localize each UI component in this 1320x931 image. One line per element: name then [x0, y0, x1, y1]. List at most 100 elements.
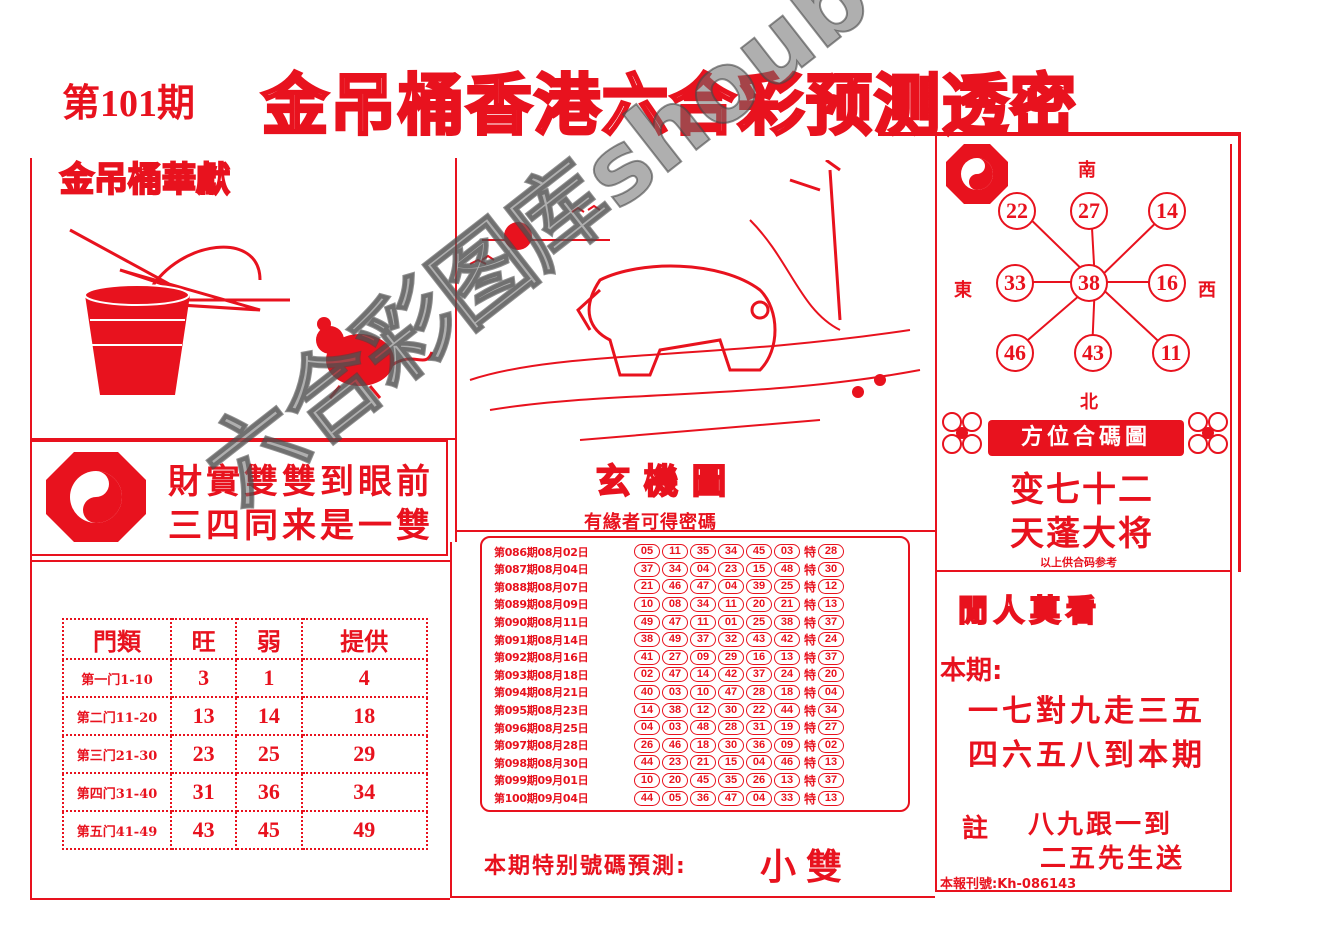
- number-ball: 05: [634, 544, 660, 560]
- number-ball: 43: [746, 632, 772, 648]
- frame-mid-lower-left: [450, 542, 452, 898]
- record-label: 第086期08月02日: [494, 545, 589, 559]
- direction-west: 西: [1198, 280, 1216, 301]
- table-row: 第五门41-49 43 45 49: [62, 810, 428, 850]
- number-ball: 10: [634, 596, 660, 612]
- special-ball: 20: [818, 667, 845, 683]
- number-ball: 21: [774, 596, 800, 612]
- number-ball: 26: [746, 772, 772, 788]
- special-ball: 02: [818, 737, 845, 753]
- number-ball: 47: [662, 667, 688, 683]
- compass-number-se: 11: [1152, 334, 1190, 372]
- special-ball: 28: [818, 544, 845, 560]
- number-ball: 12: [690, 702, 716, 718]
- number-ball: 25: [746, 614, 772, 630]
- tigong-value: 29: [300, 734, 428, 774]
- special-label: 特: [804, 650, 817, 665]
- record-label: 第098期08月30日: [494, 756, 589, 770]
- number-ball: 03: [662, 684, 688, 700]
- number-ball: 04: [746, 790, 772, 806]
- special-ball: 12: [818, 579, 845, 595]
- frame-mid-hline: [455, 530, 935, 532]
- frame-bottom-mid: [450, 896, 935, 898]
- ruo-value: 45: [235, 810, 303, 850]
- number-ball: 42: [718, 667, 744, 683]
- special-label: 特: [804, 738, 817, 753]
- number-ball: 05: [662, 790, 688, 806]
- frame-left-bottom: [30, 898, 450, 900]
- number-ball: 49: [634, 614, 660, 630]
- record-label: 第088期08月07日: [494, 580, 589, 594]
- number-ball: 37: [690, 632, 716, 648]
- number-ball: 04: [634, 720, 660, 736]
- number-ball: 28: [746, 684, 772, 700]
- wang-value: 13: [169, 696, 238, 736]
- wang-value: 3: [169, 658, 238, 698]
- row-label: 第五门41-49: [62, 810, 172, 850]
- wang-value: 43: [169, 810, 238, 850]
- record-label: 第100期09月04日: [494, 792, 589, 806]
- number-ball: 11: [690, 614, 716, 630]
- number-ball: 47: [718, 790, 744, 806]
- frame-mid-divider: [455, 158, 457, 542]
- number-ball: 23: [718, 561, 744, 577]
- header-wang: 旺: [169, 618, 238, 660]
- number-ball: 39: [746, 579, 772, 595]
- special-label: 特: [804, 545, 817, 560]
- row-label: 第二门11-20: [62, 696, 172, 736]
- number-ball: 23: [662, 755, 688, 771]
- frame-right-top: [878, 132, 1240, 136]
- record-label: 第096期08月25日: [494, 721, 589, 735]
- number-ball: 20: [662, 772, 688, 788]
- frame-right-bottom: [935, 890, 1232, 892]
- special-ball: 37: [818, 649, 845, 665]
- record-label: 第097期08月28日: [494, 739, 589, 753]
- record-label: 第093期08月18日: [494, 668, 589, 682]
- tigong-value: 34: [300, 772, 428, 812]
- compass-number-s: 43: [1074, 334, 1112, 372]
- number-ball: 13: [774, 649, 800, 665]
- number-ball: 18: [690, 737, 716, 753]
- special-ball: 24: [818, 632, 845, 648]
- flower-ornament-right: [1188, 412, 1228, 454]
- table-row: 第三门21-30 23 25 29: [62, 734, 428, 774]
- number-ball: 48: [774, 561, 800, 577]
- number-ball: 21: [690, 755, 716, 771]
- prophecy-line-1: 一七對九走三五: [968, 694, 1206, 729]
- frame-right-outer: [1238, 132, 1241, 572]
- compass-number-e: 16: [1148, 264, 1186, 302]
- number-ball: 37: [634, 561, 660, 577]
- header-ruo: 弱: [235, 618, 303, 660]
- compass-line-2: 天蓬大将: [1010, 514, 1154, 554]
- number-ball: 30: [718, 702, 744, 718]
- number-ball: 45: [690, 772, 716, 788]
- direction-north: 北: [1080, 392, 1098, 413]
- number-ball: 25: [774, 579, 800, 595]
- special-label: 特: [804, 633, 817, 648]
- bagua-small-icon: [946, 144, 1008, 204]
- benqi-label: 本期:: [940, 656, 1003, 686]
- frame-right-inner-right: [1230, 144, 1232, 890]
- number-ball: 33: [774, 790, 800, 806]
- number-ball: 20: [746, 596, 772, 612]
- number-ball: 36: [746, 737, 772, 753]
- record-label: 第099期09月01日: [494, 774, 589, 788]
- frame-right-mid-h: [935, 570, 1232, 572]
- number-ball: 38: [634, 632, 660, 648]
- wang-value: 31: [169, 772, 238, 812]
- frame-left-lower-h: [30, 560, 450, 562]
- special-ball: 37: [818, 614, 845, 630]
- number-ball: 40: [634, 684, 660, 700]
- ruo-value: 36: [235, 772, 303, 812]
- compass-label: 方位合碼圖: [988, 420, 1184, 456]
- number-ball: 13: [774, 772, 800, 788]
- special-ball: 34: [818, 702, 845, 718]
